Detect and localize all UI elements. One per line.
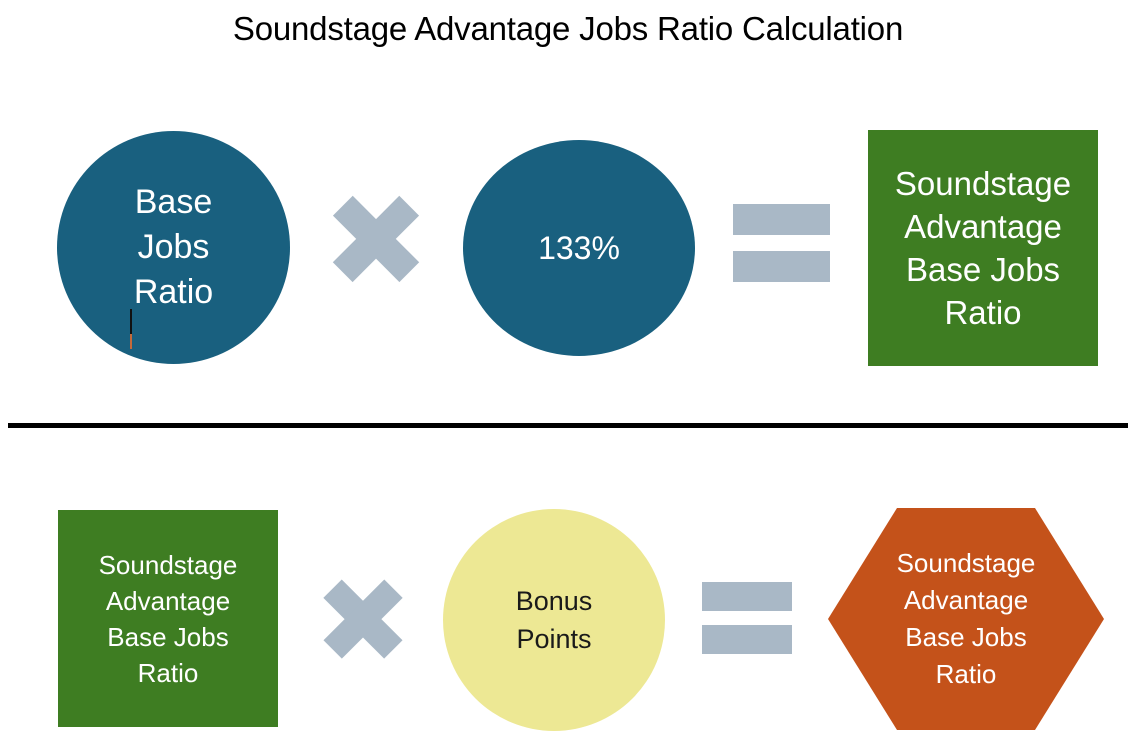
equals-icon (702, 582, 792, 654)
multiply-icon (320, 576, 406, 662)
equals-icon-bar-top (702, 582, 792, 611)
page-title: Soundstage Advantage Jobs Ratio Calculat… (232, 10, 904, 47)
node-percentage-multiplier[interactable]: 133% (463, 140, 695, 356)
node-soundstage-advantage-base-jobs-ratio-result[interactable]: Soundstage Advantage Base Jobs Ratio (868, 130, 1098, 366)
equals-icon-bar-bottom (733, 250, 830, 282)
node-soundstage-advantage-base-jobs-ratio-input[interactable]: Soundstage Advantage Base Jobs Ratio (58, 510, 278, 727)
node-final-soundstage-advantage-base-jobs-ratio[interactable]: Soundstage Advantage Base Jobs Ratio (828, 508, 1104, 730)
equals-icon-bar-top (733, 204, 830, 236)
node-soundstage-advantage-base-jobs-ratio-result-label: Soundstage Advantage Base Jobs Ratio (894, 165, 1072, 331)
node-percentage-multiplier-label: 133% (538, 230, 620, 266)
node-bonus-points[interactable]: Bonus Points (443, 509, 665, 731)
node-final-soundstage-advantage-base-jobs-ratio-label: Soundstage Advantage Base Jobs Ratio (896, 548, 1036, 689)
node-base-jobs-ratio[interactable]: Base Jobs Ratio (57, 131, 290, 364)
node-base-jobs-ratio-label: Base Jobs Ratio (133, 183, 214, 311)
section-divider (8, 423, 1128, 428)
multiply-icon (329, 192, 423, 286)
equals-icon (733, 204, 830, 282)
node-bonus-points-label: Bonus Points (515, 586, 593, 654)
equals-icon-bar-bottom (702, 625, 792, 654)
text-caret (130, 309, 132, 349)
node-soundstage-advantage-base-jobs-ratio-input-label: Soundstage Advantage Base Jobs Ratio (98, 549, 238, 688)
